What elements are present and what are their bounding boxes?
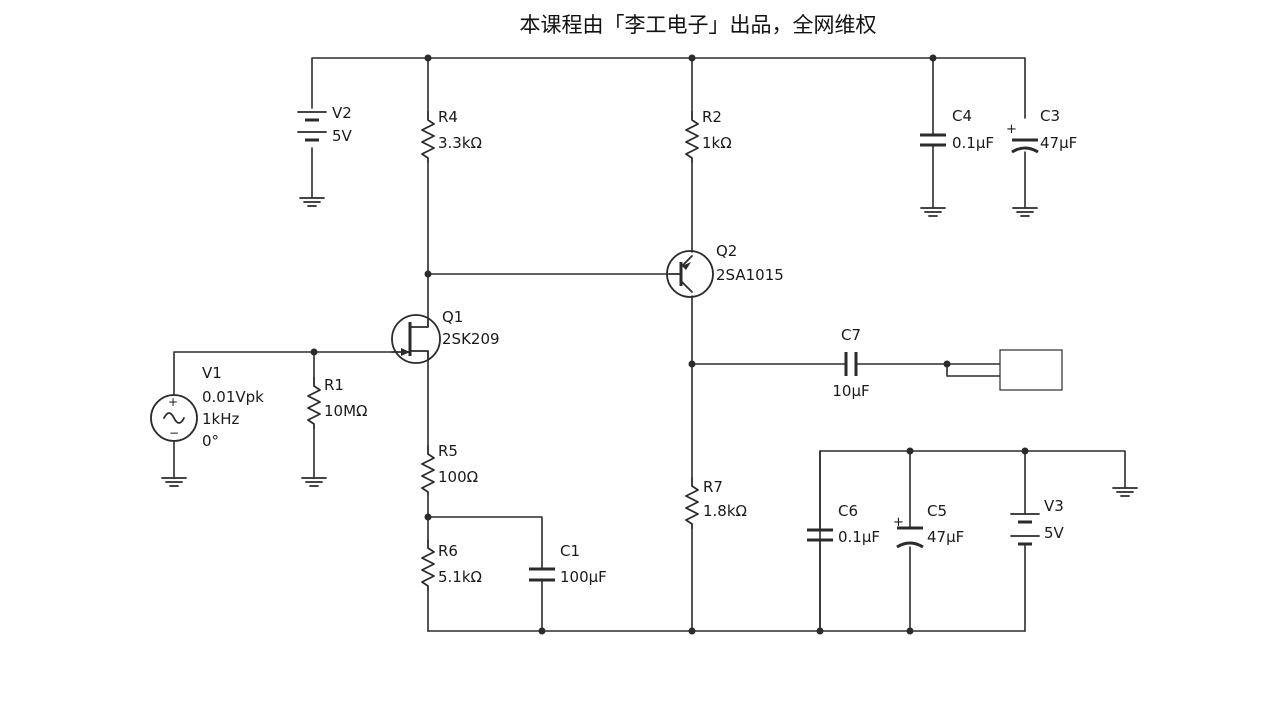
r4-value: 3.3kΩ bbox=[438, 134, 482, 152]
r7-value: 1.8kΩ bbox=[703, 502, 747, 520]
c4-ref: C4 bbox=[952, 107, 972, 125]
dc-battery-icon bbox=[1010, 513, 1040, 546]
r5-resistor[interactable]: R5 100Ω bbox=[421, 442, 478, 495]
resistor-icon bbox=[421, 445, 435, 495]
r1-ref: R1 bbox=[324, 376, 344, 394]
q2-ref: Q2 bbox=[716, 242, 737, 260]
v1-ref: V1 bbox=[202, 364, 222, 382]
r5-ref: R5 bbox=[438, 442, 458, 460]
v2-value: 5V bbox=[332, 127, 353, 145]
svg-text:+: + bbox=[168, 395, 178, 409]
q1-part: 2SK209 bbox=[442, 330, 500, 348]
r2-resistor[interactable]: R2 1kΩ bbox=[685, 108, 732, 163]
v1-ac-source[interactable]: + − V1 0.01Vpk 1kHz 0° bbox=[150, 364, 264, 450]
r2-ref: R2 bbox=[702, 108, 722, 126]
ground-icon bbox=[299, 197, 325, 207]
r7-resistor[interactable]: R7 1.8kΩ bbox=[685, 477, 747, 529]
v3-ref: V3 bbox=[1044, 497, 1064, 515]
c3-capacitor[interactable]: + C3 47μF bbox=[1006, 107, 1077, 154]
c3-value: 47μF bbox=[1040, 134, 1077, 152]
ground-icon bbox=[1112, 487, 1138, 497]
c4-value: 0.1μF bbox=[952, 134, 994, 152]
n-jfet-icon bbox=[391, 314, 441, 364]
polarized-capacitor-icon: + bbox=[893, 515, 924, 549]
resistor-icon bbox=[421, 539, 435, 591]
v2-battery[interactable]: V2 5V bbox=[297, 104, 353, 145]
ground-symbols bbox=[161, 197, 1138, 497]
capacitor-icon bbox=[807, 528, 833, 542]
v1-amplitude: 0.01Vpk bbox=[202, 388, 264, 406]
q1-jfet[interactable]: Q1 2SK209 bbox=[391, 308, 500, 364]
v2-ref: V2 bbox=[332, 104, 352, 122]
r2-value: 1kΩ bbox=[702, 134, 732, 152]
c6-value: 0.1μF bbox=[838, 528, 880, 546]
pnp-transistor-icon bbox=[666, 250, 714, 298]
resistor-icon bbox=[307, 377, 321, 429]
svg-text:+: + bbox=[1006, 122, 1017, 137]
r4-resistor[interactable]: R4 3.3kΩ bbox=[421, 108, 482, 163]
ac-voltage-source-icon: + − bbox=[150, 394, 198, 442]
resistor-icon bbox=[685, 477, 699, 529]
c7-capacitor[interactable]: C7 10μF bbox=[832, 326, 869, 400]
capacitor-icon bbox=[844, 352, 858, 376]
r5-value: 100Ω bbox=[438, 468, 478, 486]
c1-value: 100μF bbox=[560, 568, 607, 586]
svg-text:+: + bbox=[893, 515, 904, 530]
ground-icon bbox=[301, 477, 327, 487]
c7-value: 10μF bbox=[832, 382, 869, 400]
r6-value: 5.1kΩ bbox=[438, 568, 482, 586]
ground-icon bbox=[161, 477, 187, 487]
banner-text: 本课程由「李工电子」出品，全网维权 bbox=[520, 13, 877, 37]
q2-part: 2SA1015 bbox=[716, 266, 784, 284]
r4-ref: R4 bbox=[438, 108, 458, 126]
c1-capacitor[interactable]: C1 100μF bbox=[529, 542, 607, 586]
v1-phase: 0° bbox=[202, 432, 219, 450]
q1-ref: Q1 bbox=[442, 308, 463, 326]
c5-capacitor[interactable]: + C5 47μF bbox=[893, 502, 964, 549]
r6-resistor[interactable]: R6 5.1kΩ bbox=[421, 539, 482, 591]
output-terminal-box bbox=[999, 349, 1063, 391]
r7-ref: R7 bbox=[703, 478, 723, 496]
v3-battery[interactable]: V3 5V bbox=[1010, 497, 1065, 546]
svg-text:−: − bbox=[169, 426, 179, 440]
c7-ref: C7 bbox=[841, 326, 861, 344]
r1-resistor[interactable]: R1 10MΩ bbox=[307, 376, 368, 429]
c6-capacitor[interactable]: C6 0.1μF bbox=[807, 502, 880, 546]
c5-value: 47μF bbox=[927, 528, 964, 546]
r6-ref: R6 bbox=[438, 542, 458, 560]
capacitor-icon bbox=[920, 133, 946, 147]
v1-frequency: 1kHz bbox=[202, 410, 240, 428]
q2-pnp[interactable]: Q2 2SA1015 bbox=[666, 242, 784, 298]
capacitor-icon bbox=[529, 567, 555, 582]
ground-icon bbox=[920, 207, 946, 217]
c4-capacitor[interactable]: C4 0.1μF bbox=[920, 107, 994, 152]
r1-value: 10MΩ bbox=[324, 402, 368, 420]
c3-ref: C3 bbox=[1040, 107, 1060, 125]
c6-ref: C6 bbox=[838, 502, 858, 520]
c5-ref: C5 bbox=[927, 502, 947, 520]
c1-ref: C1 bbox=[560, 542, 580, 560]
polarized-capacitor-icon: + bbox=[1006, 122, 1039, 154]
resistor-icon bbox=[421, 111, 435, 163]
ground-icon bbox=[1012, 207, 1038, 217]
v3-value: 5V bbox=[1044, 524, 1065, 542]
junction-dots bbox=[310, 54, 1029, 635]
resistor-icon bbox=[685, 111, 699, 163]
dc-battery-icon bbox=[297, 111, 327, 142]
output-probe[interactable] bbox=[999, 349, 1063, 391]
